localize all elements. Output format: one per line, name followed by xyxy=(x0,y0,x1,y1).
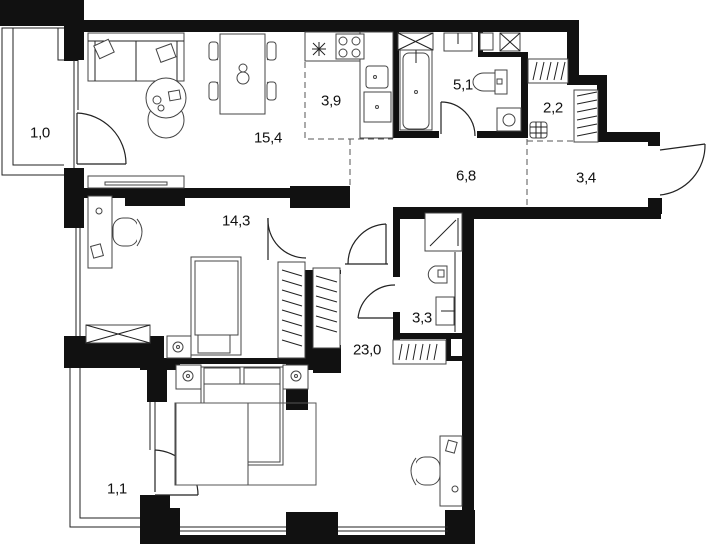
zone-divider-lines xyxy=(304,62,597,207)
doors xyxy=(76,101,706,496)
double-bed-icon xyxy=(174,366,317,486)
area-label-storage: 2,2 xyxy=(543,99,563,117)
small-bedroom-furniture xyxy=(85,195,306,359)
dining-table-icon xyxy=(208,33,277,115)
nightstand-icon xyxy=(166,335,192,359)
office-chair-icon xyxy=(410,456,441,486)
toilet-icon xyxy=(472,69,508,95)
dishwasher-icon xyxy=(363,91,392,123)
bathroom-door[interactable] xyxy=(440,101,476,137)
coffee-table-icon xyxy=(145,77,187,139)
wardrobe-icon xyxy=(277,261,306,359)
area-label-bedroom-small: 14,3 xyxy=(222,212,250,230)
hood-icon xyxy=(312,42,326,56)
desk-icon xyxy=(439,435,463,507)
toilet-icon xyxy=(427,265,448,284)
area-label-balcony-bottom: 1,1 xyxy=(107,480,127,498)
hatch-lines xyxy=(532,61,566,81)
bathtub-icon xyxy=(399,49,433,131)
shelf-icon xyxy=(392,339,447,365)
area-label-hallway: 6,8 xyxy=(456,167,476,185)
balcony-bottom-outline xyxy=(69,228,448,532)
hatch-lines xyxy=(576,91,598,137)
master-bedroom-door[interactable] xyxy=(345,223,388,265)
stove-icon xyxy=(335,33,365,60)
tv-console-icon xyxy=(87,175,185,189)
bathroom-sink-icon xyxy=(435,296,455,326)
nightstand-icon xyxy=(175,364,202,390)
area-label-kitchen: 3,9 xyxy=(321,92,341,110)
shower-room-door[interactable] xyxy=(357,284,396,319)
area-label-bathroom: 5,1 xyxy=(453,76,473,94)
area-label-balcony-top: 1,0 xyxy=(30,124,50,142)
area-label-master-bedroom: 23,0 xyxy=(353,341,381,359)
storage-fixtures xyxy=(527,58,599,143)
kitchen-counter xyxy=(304,31,394,139)
balcony-top-outline xyxy=(1,27,79,176)
sofa-icon xyxy=(87,32,185,82)
bedroom-small-door[interactable] xyxy=(267,217,307,260)
balcony-top-door[interactable] xyxy=(76,112,127,165)
washing-machine-icon xyxy=(496,107,522,132)
desk-icon xyxy=(87,195,113,269)
kitchen-sink-icon xyxy=(365,65,389,89)
area-label-shower-room: 3,3 xyxy=(412,309,432,327)
nightstand-icon xyxy=(282,364,309,390)
bathroom-fixtures xyxy=(397,32,522,132)
shower-room-fixtures xyxy=(424,212,463,332)
floor-drain-icon xyxy=(529,121,548,139)
office-chair-icon xyxy=(112,217,143,247)
area-label-living-kitchen: 15,4 xyxy=(254,129,282,147)
area-label-entrance: 3,4 xyxy=(576,169,596,187)
hall-wardrobe-icon xyxy=(312,267,341,349)
bathroom-sink-icon xyxy=(443,32,473,52)
single-bed-icon xyxy=(190,256,242,356)
shower-tray-icon xyxy=(424,212,463,252)
entrance-door[interactable] xyxy=(659,143,706,196)
master-bedroom-furniture xyxy=(174,364,463,507)
